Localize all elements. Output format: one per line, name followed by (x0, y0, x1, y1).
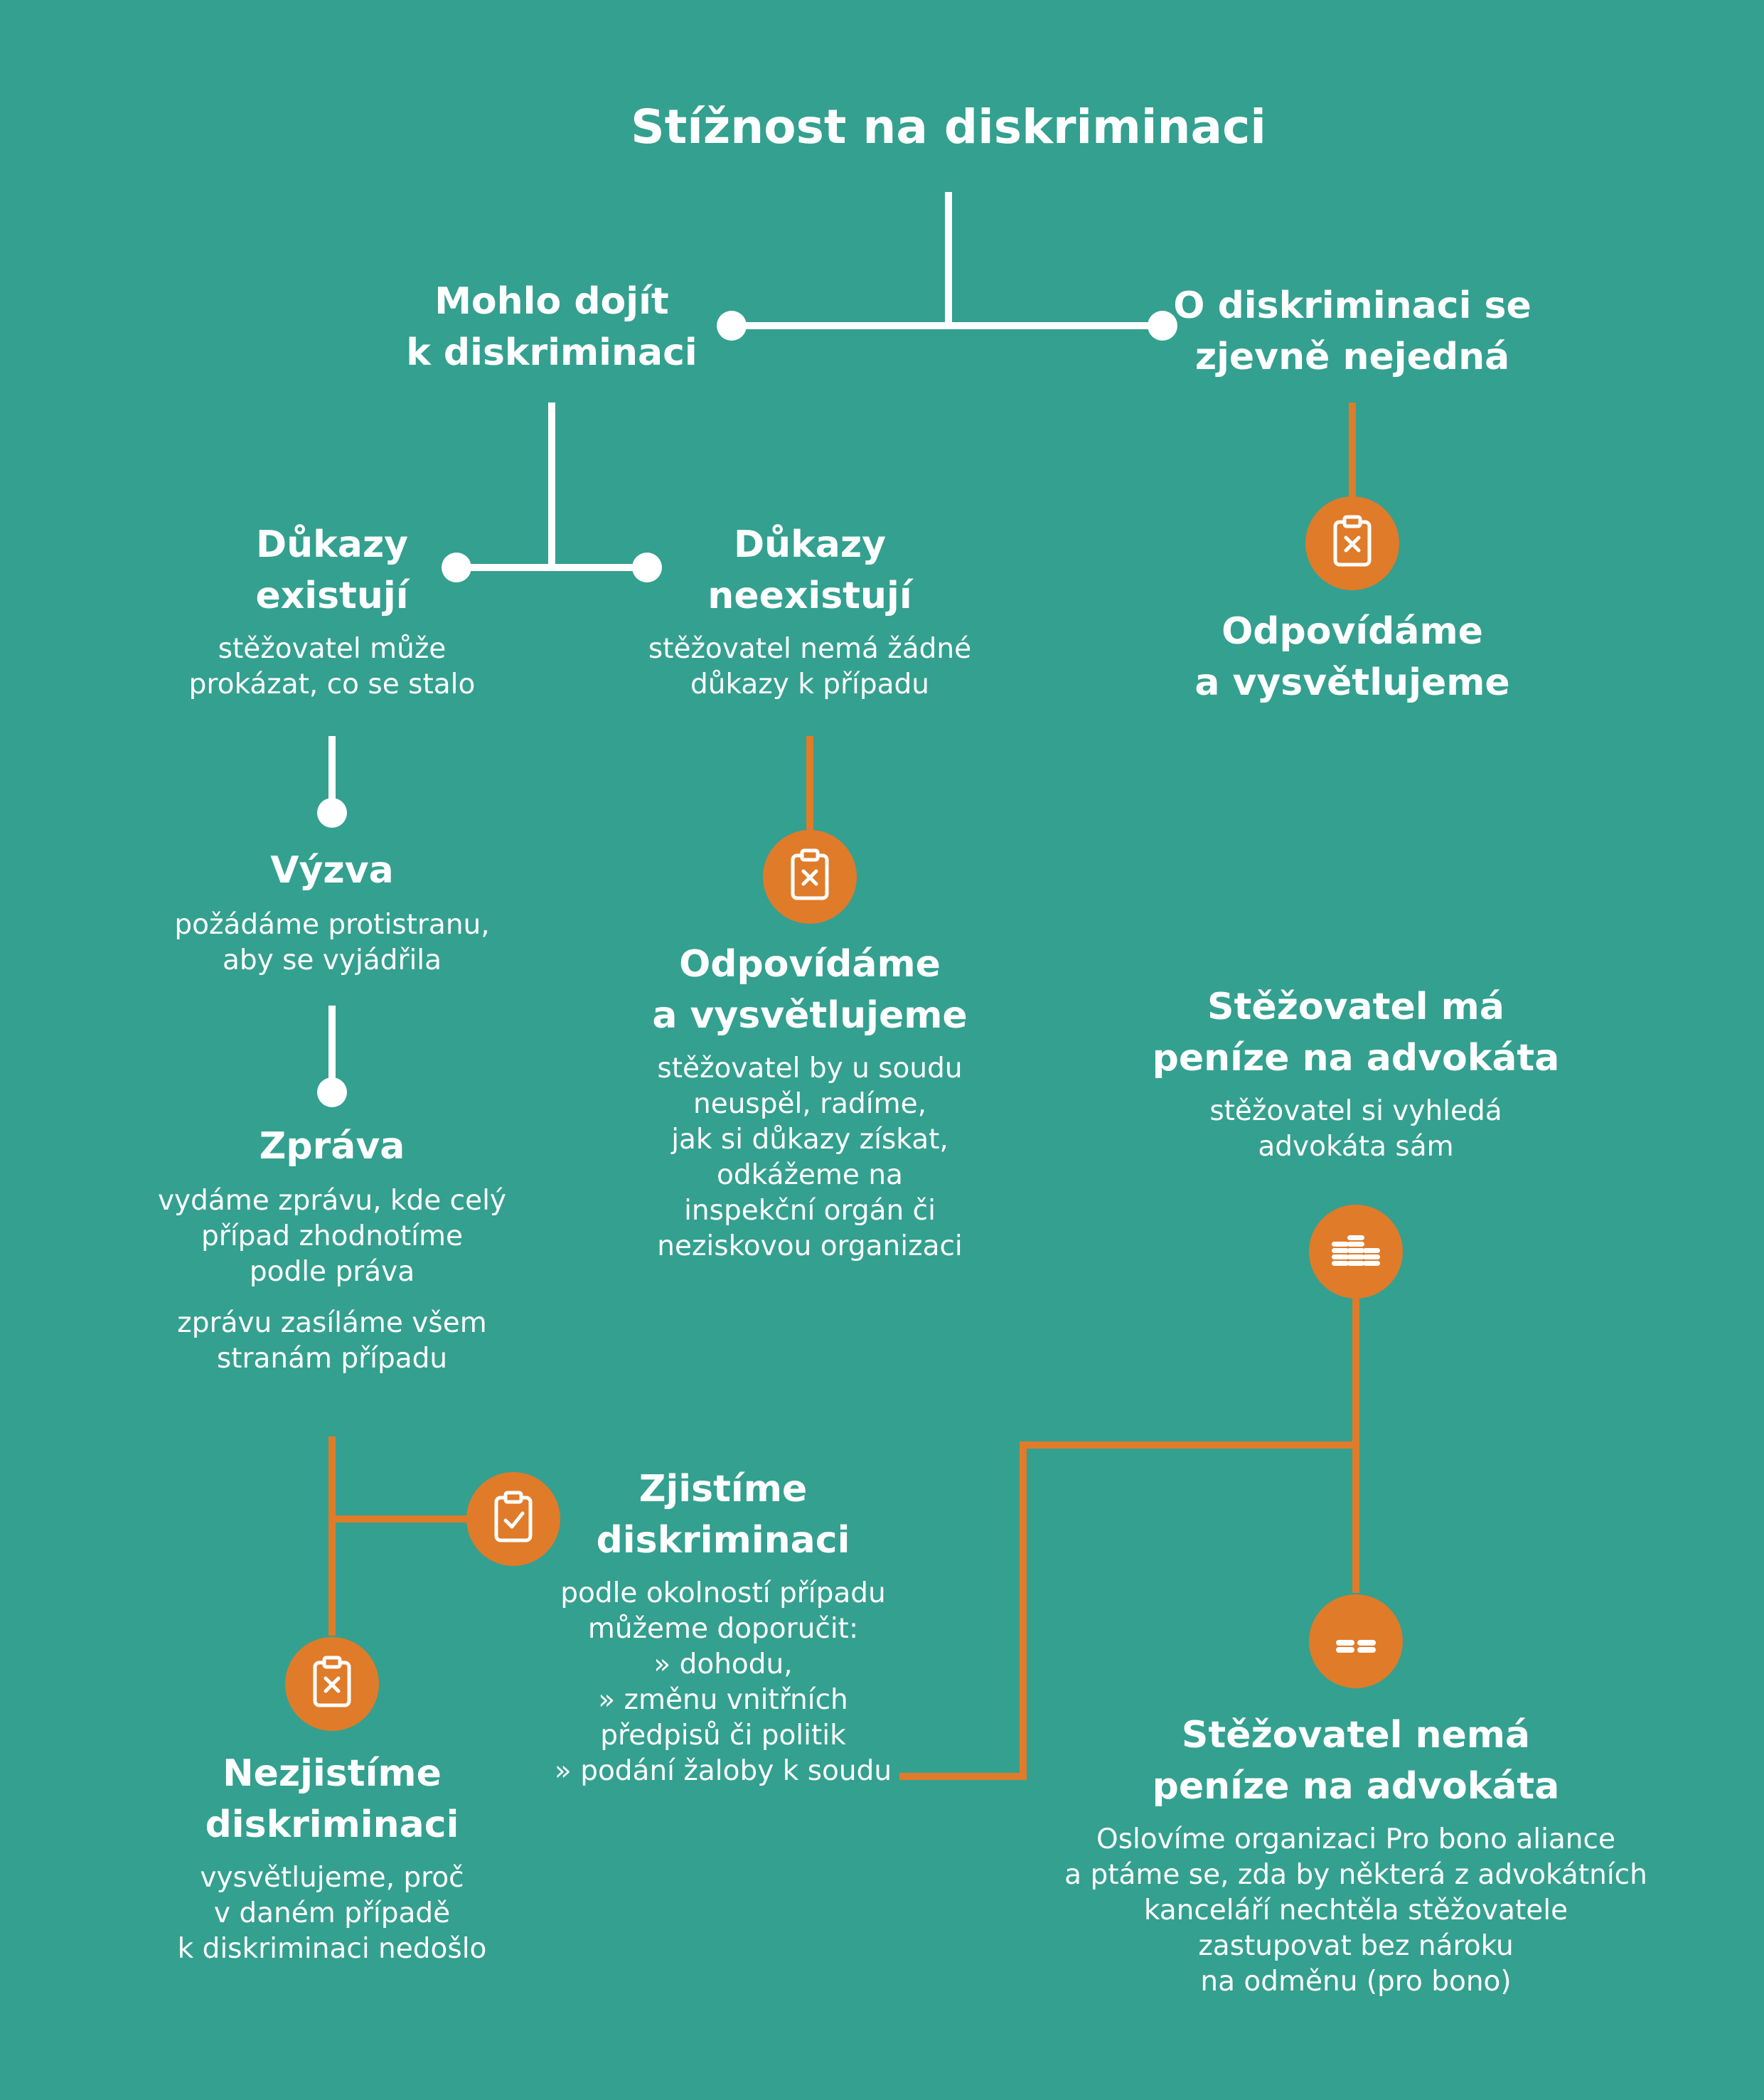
node-evidence-exists: Důkazy existují stěžovatel může prokázat… (189, 519, 476, 703)
heading-line: peníze na advokáta (1152, 1765, 1560, 1808)
clipboard-check-icon (466, 1472, 560, 1566)
desc-line: prokázat, co se stalo (188, 668, 476, 700)
node-dot-challenge (317, 798, 347, 828)
desc-line: zprávu zasíláme všem (177, 1307, 487, 1339)
node-not-found-discrimination: Nezjistíme diskriminaci vysvětlujeme, pr… (178, 1748, 487, 1967)
coin-stacks-icon (1309, 1205, 1403, 1299)
node-no-money: Stěžovatel nemá peníze na advokáta Oslov… (1064, 1710, 1647, 2000)
desc-line: můžeme doporučit: (587, 1613, 859, 1645)
desc-line: » podání žaloby k soudu (554, 1755, 892, 1787)
desc-line: k diskriminaci nedošlo (177, 1933, 487, 1965)
desc-line: požádáme protistranu, (174, 909, 490, 941)
heading-line: Zjistíme (638, 1468, 808, 1510)
node-not-discrimination: O diskriminaci se zjevně nejedná (1173, 280, 1531, 383)
node-found-discrimination: Zjistíme diskriminaci podle okolností př… (555, 1464, 892, 1789)
desc-line: » změnu vnitřních (598, 1684, 848, 1716)
desc-line: kanceláří nechtěla stěžovatele (1143, 1894, 1568, 1926)
node-answer-middle: Odpovídáme a vysvětlujeme stěžovatel by … (652, 939, 967, 1264)
node-dot-possible (717, 311, 747, 341)
node-dot-evidence-exists (442, 553, 471, 582)
heading-line: Stěžovatel má (1207, 986, 1504, 1028)
node-dot-report (317, 1077, 347, 1107)
desc-line: v daném případě (213, 1897, 451, 1929)
heading-line: a vysvětlujeme (1194, 661, 1510, 704)
clipboard-x-icon (1305, 496, 1399, 590)
heading-line: diskriminaci (205, 1803, 459, 1846)
desc-line: případ zhodnotíme (201, 1220, 463, 1252)
desc-line: inspekční orgán či (684, 1195, 936, 1227)
desc-line: vysvětlujeme, proč (200, 1862, 464, 1894)
desc-line: zastupovat bez nároku (1198, 1930, 1514, 1962)
heading-line: Stěžovatel nemá (1181, 1714, 1531, 1757)
heading-line: Důkazy (255, 523, 409, 566)
node-dot-not-discrimination (1148, 311, 1177, 341)
desc-line: a ptáme se, zda by některá z advokátních (1064, 1859, 1647, 1891)
desc-line: aby se vyjádřila (222, 944, 442, 976)
desc-line: podle okolností případu (560, 1577, 886, 1609)
node-answer-right: Odpovídáme a vysvětlujeme (1194, 606, 1509, 708)
heading-line: neexistují (707, 575, 912, 617)
heading-line: O diskriminaci se (1173, 284, 1532, 327)
node-possible-discrimination: Mohlo dojít k diskriminaci (406, 276, 697, 378)
clipboard-x-icon (285, 1637, 379, 1731)
page-title: Stížnost na diskriminaci (631, 100, 1266, 154)
node-evidence-none: Důkazy neexistují stěžovatel nemá žádné … (648, 519, 971, 703)
heading-line: Výzva (270, 849, 394, 892)
node-challenge: Výzva požádáme protistranu, aby se vyjád… (174, 845, 489, 979)
desc-line: předpisů či politik (600, 1720, 846, 1752)
desc-line: stěžovatel by u soudu (657, 1052, 963, 1084)
desc-line: stěžovatel si vyhledá (1209, 1095, 1502, 1127)
node-report: Zpráva vydáme zprávu, kde celý případ zh… (158, 1121, 506, 1377)
heading-line: a vysvětlujeme (652, 994, 968, 1037)
heading-line: Odpovídáme (1222, 610, 1483, 653)
heading-line: existují (255, 575, 409, 617)
heading-line: zjevně nejedná (1194, 336, 1510, 378)
desc-line: neziskovou organizaci (657, 1230, 963, 1262)
connector-found-to-lawyer (899, 1441, 1356, 1780)
desc-line: důkazy k případu (690, 668, 929, 700)
heading-line: Odpovídáme (679, 943, 941, 986)
heading-line: Zpráva (259, 1125, 405, 1168)
heading-line: Důkazy (733, 523, 887, 566)
node-dot-evidence-none (632, 553, 662, 582)
heading-line: peníze na advokáta (1152, 1037, 1560, 1080)
heading-line: diskriminaci (596, 1519, 850, 1562)
desc-line: neuspěl, radíme, (693, 1088, 927, 1120)
desc-line: podle práva (249, 1256, 415, 1288)
desc-line: odkážeme na (717, 1159, 903, 1191)
heading-line: Mohlo dojít (434, 280, 669, 323)
clipboard-x-icon (763, 830, 857, 924)
desc-line: na odměnu (pro bono) (1200, 1966, 1512, 1998)
desc-line: stěžovatel nemá žádné (648, 633, 972, 665)
desc-line: stranám případu (216, 1343, 448, 1375)
desc-line: Oslovíme organizaci Pro bono aliance (1096, 1823, 1615, 1855)
desc-line: advokáta sám (1258, 1131, 1454, 1163)
desc-line: vydáme zprávu, kde celý (157, 1185, 507, 1217)
heading-line: k diskriminaci (406, 331, 697, 374)
desc-line: » dohodu, (653, 1648, 793, 1680)
coins-icon (1309, 1594, 1403, 1688)
node-has-money: Stěžovatel má peníze na advokáta stěžova… (1153, 981, 1560, 1165)
desc-line: stěžovatel může (218, 633, 447, 665)
desc-line: jak si důkazy získat, (671, 1124, 948, 1156)
heading-line: Nezjistíme (223, 1752, 442, 1795)
